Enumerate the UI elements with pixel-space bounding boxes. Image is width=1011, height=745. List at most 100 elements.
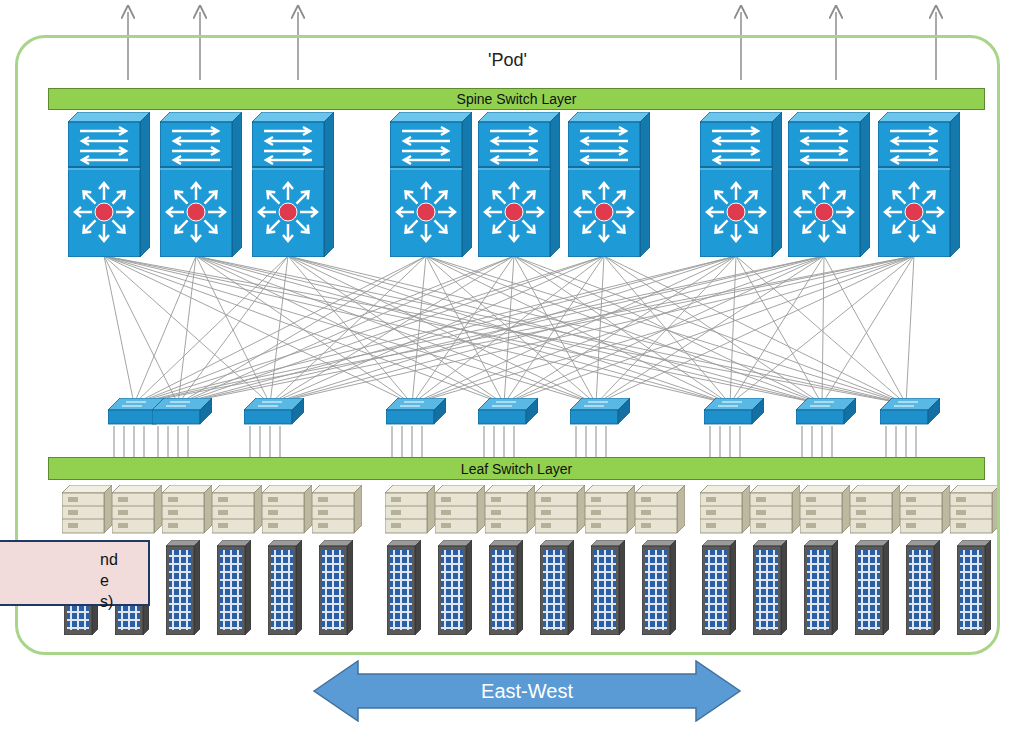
port-link — [392, 426, 393, 457]
port-link — [710, 426, 711, 457]
mesh-link — [412, 256, 604, 404]
port-link — [812, 426, 813, 457]
spine-layer-band: Spine Switch Layer — [48, 88, 985, 110]
spine-leaf-mesh — [104, 256, 914, 404]
server-icon — [485, 485, 535, 533]
server-icon — [950, 485, 1000, 533]
leaf-switches — [108, 398, 940, 424]
leaf-switch-icon — [478, 398, 538, 424]
port-link — [134, 426, 135, 457]
mesh-link — [412, 256, 824, 404]
port-link — [740, 426, 741, 457]
server-icon — [162, 485, 212, 533]
server-icon — [212, 485, 262, 533]
east-west-arrow-label: East-West — [481, 680, 573, 703]
blade-rack-icon — [753, 540, 787, 635]
server-icon — [750, 485, 800, 533]
mesh-link — [104, 256, 822, 404]
port-link — [280, 426, 281, 457]
mesh-link — [906, 256, 914, 404]
mesh-link — [178, 256, 914, 404]
mesh-link — [504, 256, 514, 404]
blade-rack-icon — [319, 540, 353, 635]
port-link — [124, 426, 125, 457]
mesh-link — [504, 256, 914, 404]
port-link — [178, 426, 179, 457]
port-link — [168, 426, 169, 457]
spine-switch-icon — [478, 112, 560, 257]
spine-switch-icon — [700, 112, 782, 257]
spine-switch-icon — [68, 112, 150, 257]
server-icon — [112, 485, 162, 533]
blade-rack-icon — [217, 540, 251, 635]
uplink-arrows — [128, 12, 936, 80]
blade-rack-icon — [957, 540, 991, 635]
port-link — [822, 426, 823, 457]
port-link — [586, 426, 587, 457]
pod-region: Spine Switch LayerLeaf Switch Layer 'Pod' — [15, 35, 1000, 655]
port-link — [720, 426, 721, 457]
port-link — [494, 426, 495, 457]
port-link — [504, 426, 505, 457]
blade-rack-icon — [489, 540, 523, 635]
blade-rack-icon — [591, 540, 625, 635]
leaf-layer-band: Leaf Switch Layer — [48, 457, 985, 480]
mesh-link — [270, 256, 604, 404]
mesh-link — [134, 256, 914, 404]
mesh-link — [134, 256, 824, 404]
mesh-link — [426, 256, 730, 404]
mesh-link — [426, 256, 596, 404]
east-west-arrow: East-West — [313, 660, 741, 722]
port-link — [422, 426, 423, 457]
server-icon — [435, 485, 485, 533]
blade-rack-icon — [438, 540, 472, 635]
blade-rack-icon — [642, 540, 676, 635]
leaf-switch-icon — [796, 398, 856, 424]
port-link — [144, 426, 145, 457]
spine-switch-icon — [160, 112, 242, 257]
double-arrow-outline — [314, 661, 740, 721]
mesh-link — [178, 256, 426, 404]
leaf-switch-icon — [386, 398, 446, 424]
mesh-link — [730, 256, 824, 404]
port-link — [402, 426, 403, 457]
port-link — [906, 426, 907, 457]
blade-rack-icon — [268, 540, 302, 635]
server-icon — [312, 485, 362, 533]
leaf-switch-icon — [244, 398, 304, 424]
mesh-link — [270, 256, 288, 404]
port-link — [730, 426, 731, 457]
spine-switch-icon — [252, 112, 334, 257]
port-link — [158, 426, 159, 457]
blade-rack-icon — [540, 540, 574, 635]
callout-box-label: nd e s) — [100, 549, 122, 612]
mesh-link — [104, 256, 270, 404]
mesh-link — [134, 256, 288, 404]
mesh-link — [730, 256, 736, 404]
mesh-link — [270, 256, 426, 404]
blade-rack-icon — [166, 540, 200, 635]
port-link — [606, 426, 607, 457]
leaf-server-links — [114, 426, 916, 457]
server-icon — [535, 485, 585, 533]
mesh-link — [270, 256, 914, 404]
mesh-link — [412, 256, 426, 404]
port-link — [576, 426, 577, 457]
server-racks — [62, 485, 1000, 635]
mesh-link — [596, 256, 914, 404]
port-link — [916, 426, 917, 457]
leaf-switch-icon — [880, 398, 940, 424]
port-link — [250, 426, 251, 457]
mesh-link — [134, 256, 736, 404]
port-link — [412, 426, 413, 457]
pod-region-label: 'Pod' — [18, 50, 997, 71]
spine-layer-band-label: Spine Switch Layer — [457, 91, 577, 107]
leaf-layer-band-label: Leaf Switch Layer — [461, 461, 572, 477]
server-icon — [850, 485, 900, 533]
port-link — [188, 426, 189, 457]
mesh-link — [178, 256, 824, 404]
blade-rack-icon — [906, 540, 940, 635]
port-link — [802, 426, 803, 457]
